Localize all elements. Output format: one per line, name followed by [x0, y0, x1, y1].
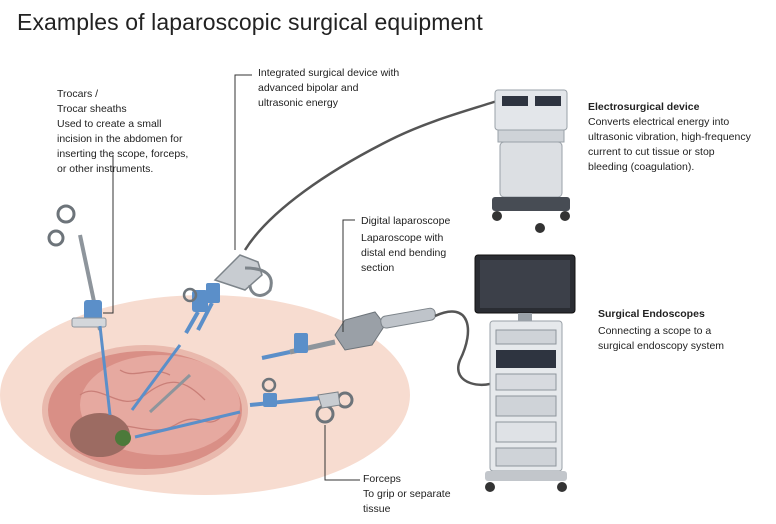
forceps-label: Forceps To grip or separate tissue	[363, 472, 483, 517]
trocars-desc-line1: Used to create a small	[57, 118, 162, 130]
integrated-line2: advanced bipolar and	[258, 82, 359, 94]
electrosurgical-unit-icon	[492, 89, 570, 233]
forceps-desc-line2: tissue	[363, 503, 391, 515]
page-title: Examples of laparoscopic surgical equipm…	[17, 9, 483, 35]
electrosurgical-desc-line1: Converts electrical energy into	[588, 116, 730, 128]
trocars-heading-line1: Trocars /	[57, 88, 99, 100]
laparoscope-desc-line2: distal end bending	[361, 247, 447, 259]
forceps-desc-line1: To grip or separate	[363, 488, 451, 500]
endoscopes-desc-line1: Connecting a scope to a	[598, 325, 712, 337]
electrosurgical-desc-line2: ultrasonic vibration, high-frequency	[588, 131, 751, 143]
endoscopy-tower-icon	[474, 254, 576, 492]
instrument-shaft-1	[130, 344, 182, 411]
forceps-heading: Forceps	[363, 473, 401, 485]
electrosurgical-desc-line3: current to cut tissue or stop	[588, 146, 715, 158]
instrument-shaft-2	[148, 373, 192, 414]
trocars-desc-line2: incision in the abdomen for	[57, 133, 183, 145]
integrated-line3: ultrasonic energy	[258, 97, 338, 109]
electrosurgical-desc-line4: bleeding (coagulation).	[588, 161, 695, 173]
trocars-heading-line2: Trocar sheaths	[57, 103, 127, 115]
trocar-second-icon	[182, 287, 208, 334]
trocars-label: Trocars / Trocar sheaths Used to create …	[57, 87, 217, 177]
instrument-shaft-3	[134, 410, 241, 439]
laparoscope-heading: Digital laparoscope	[361, 215, 451, 227]
laparoscope-desc-line1: Laparoscope with	[361, 232, 444, 244]
laparoscope-label: Digital laparoscope Laparoscope with dis…	[361, 214, 481, 276]
trocars-desc-line3: inserting the scope, forceps,	[57, 148, 189, 160]
leader-lines	[103, 74, 360, 481]
laparoscope-desc-line3: section	[361, 262, 395, 274]
scope-tip-green	[115, 430, 131, 446]
endoscopes-desc-line2: surgical endoscopy system	[598, 340, 725, 352]
trocars-desc-line4: or other instruments.	[57, 163, 154, 175]
forceps-icon	[249, 377, 354, 424]
integrated-device-label: Integrated surgical device with advanced…	[258, 66, 438, 111]
electrosurgical-label: Electrosurgical device Converts electric…	[588, 100, 773, 175]
integrated-line1: Integrated surgical device with	[258, 67, 400, 79]
integrated-device-icon	[196, 98, 501, 331]
digital-laparoscope-icon	[261, 307, 501, 387]
endoscopes-heading: Surgical Endoscopes	[598, 308, 705, 320]
trocar-left-icon	[47, 204, 112, 416]
endoscopes-label: Surgical Endoscopes Connecting a scope t…	[598, 307, 768, 354]
electrosurgical-heading: Electrosurgical device	[588, 101, 700, 113]
organ-dark	[70, 413, 130, 457]
